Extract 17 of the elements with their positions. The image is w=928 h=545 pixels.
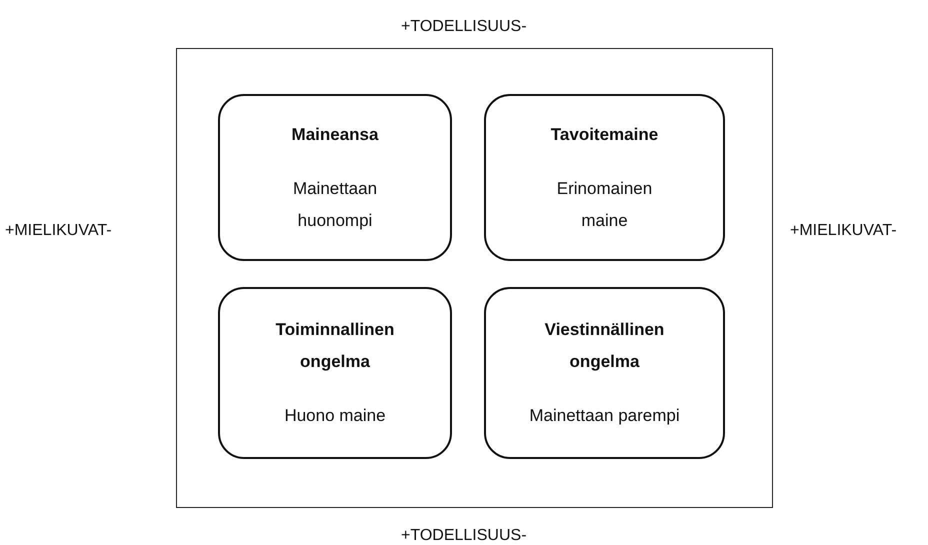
rounded-box (484, 94, 725, 261)
frame-box (176, 48, 773, 508)
rounded-box (218, 287, 452, 459)
box-text: Huono maine (284, 405, 386, 427)
box-heading: Tavoitemaine (550, 124, 658, 146)
axis-label: +TODELLISUUS- (401, 18, 527, 36)
axis-label: +TODELLISUUS- (401, 527, 527, 545)
box-heading: Maineansa (292, 124, 378, 146)
box-text: Erinomainen maine (556, 178, 654, 232)
box-text: Mainettaan huonompi (292, 178, 378, 232)
rounded-box (484, 287, 725, 459)
axis-label: +MIELIKUVAT- (5, 222, 112, 240)
rounded-box (218, 94, 452, 261)
box-text: Mainettaan parempi (529, 405, 680, 427)
axis-label: +MIELIKUVAT- (790, 222, 897, 240)
box-heading: Viestinnällinen ongelma (544, 319, 666, 373)
box-heading: Toiminnallinen ongelma (274, 319, 396, 373)
